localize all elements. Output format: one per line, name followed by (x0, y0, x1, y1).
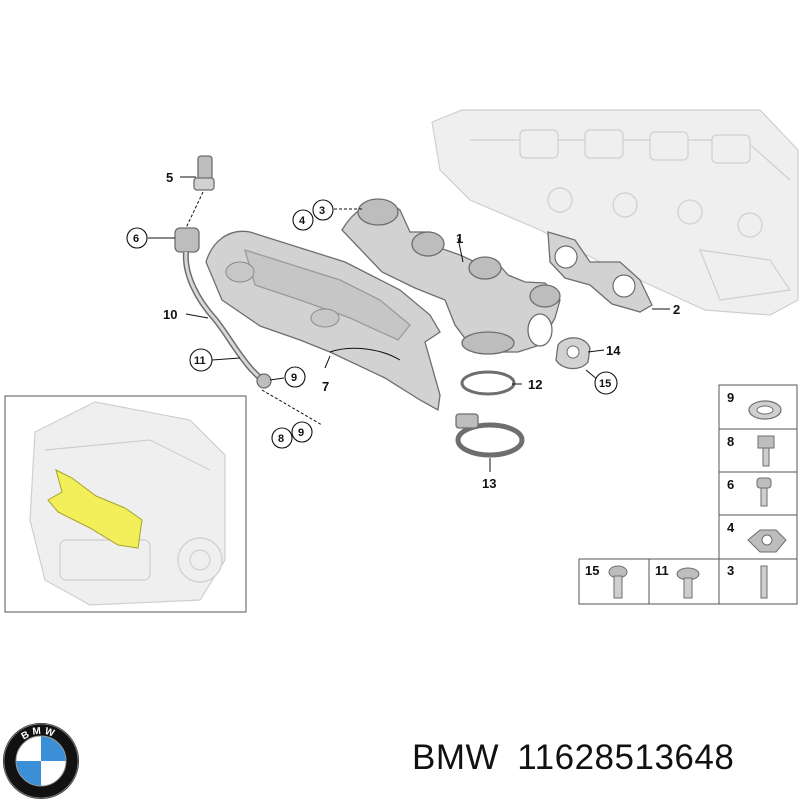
heat-shield (205, 230, 441, 412)
bmw-logo: BMW (3, 723, 79, 799)
callout-15-bubble (594, 371, 618, 395)
stud-icon (760, 565, 768, 599)
table-label-11: 11 (655, 563, 669, 578)
callout-12: 12 (528, 377, 542, 392)
callout-6: 6 (133, 233, 139, 245)
hex-bolt-icon (756, 477, 772, 489)
table-label-4: 4 (727, 520, 735, 535)
callout-labels: 1 2 4 3 5 6 10 11 9 7 8 9 12 13 14 15 (126, 170, 680, 491)
callout-8: 8 (278, 433, 284, 445)
callout-2: 2 (673, 302, 680, 317)
callout-14: 14 (606, 343, 621, 358)
hardware-table: 9 8 6 4 15 11 3 (578, 384, 798, 605)
engine-location-inset (4, 395, 247, 613)
callout-9b: 9 (298, 427, 304, 439)
callout-5: 5 (166, 170, 173, 185)
table-label-8: 8 (727, 434, 734, 449)
callout-9: 9 (291, 372, 297, 384)
part-number: 11628513648 (517, 738, 735, 777)
callout-11-bubble (189, 348, 213, 372)
cylinder-head-ghost (431, 109, 799, 316)
callout-11: 11 (194, 355, 206, 367)
exhaust-manifold (341, 198, 561, 355)
banjo-bolt-icon (757, 435, 775, 449)
callout-3: 3 (319, 205, 325, 217)
callout-6-bubble (126, 227, 148, 249)
callout-4-bubble (292, 209, 314, 231)
callout-9b-bubble (291, 421, 313, 443)
table-label-6: 6 (727, 477, 734, 492)
callout-10: 10 (163, 307, 177, 322)
callout-9-bubble (284, 366, 306, 388)
callout-8-bubble (271, 427, 293, 449)
callout-1: 1 (456, 231, 463, 246)
callout-3-bubble (312, 199, 334, 221)
callout-4: 4 (299, 215, 306, 227)
table-label-3: 3 (727, 563, 734, 578)
small-gasket (555, 337, 591, 370)
brand-name: BMW (412, 738, 500, 777)
heat-shield-highlight (47, 469, 143, 549)
sensor-and-pipe (174, 155, 323, 426)
seal-ring-and-clamp (455, 370, 525, 458)
callout-15: 15 (599, 378, 611, 390)
callout-13: 13 (482, 476, 496, 491)
brand-caption: BMW 11628513648 (412, 738, 734, 778)
leader-lines (148, 176, 670, 472)
manifold-gasket (547, 231, 653, 313)
table-label-9: 9 (727, 390, 734, 405)
table-label-15: 15 (585, 563, 599, 578)
callout-7: 7 (322, 379, 329, 394)
